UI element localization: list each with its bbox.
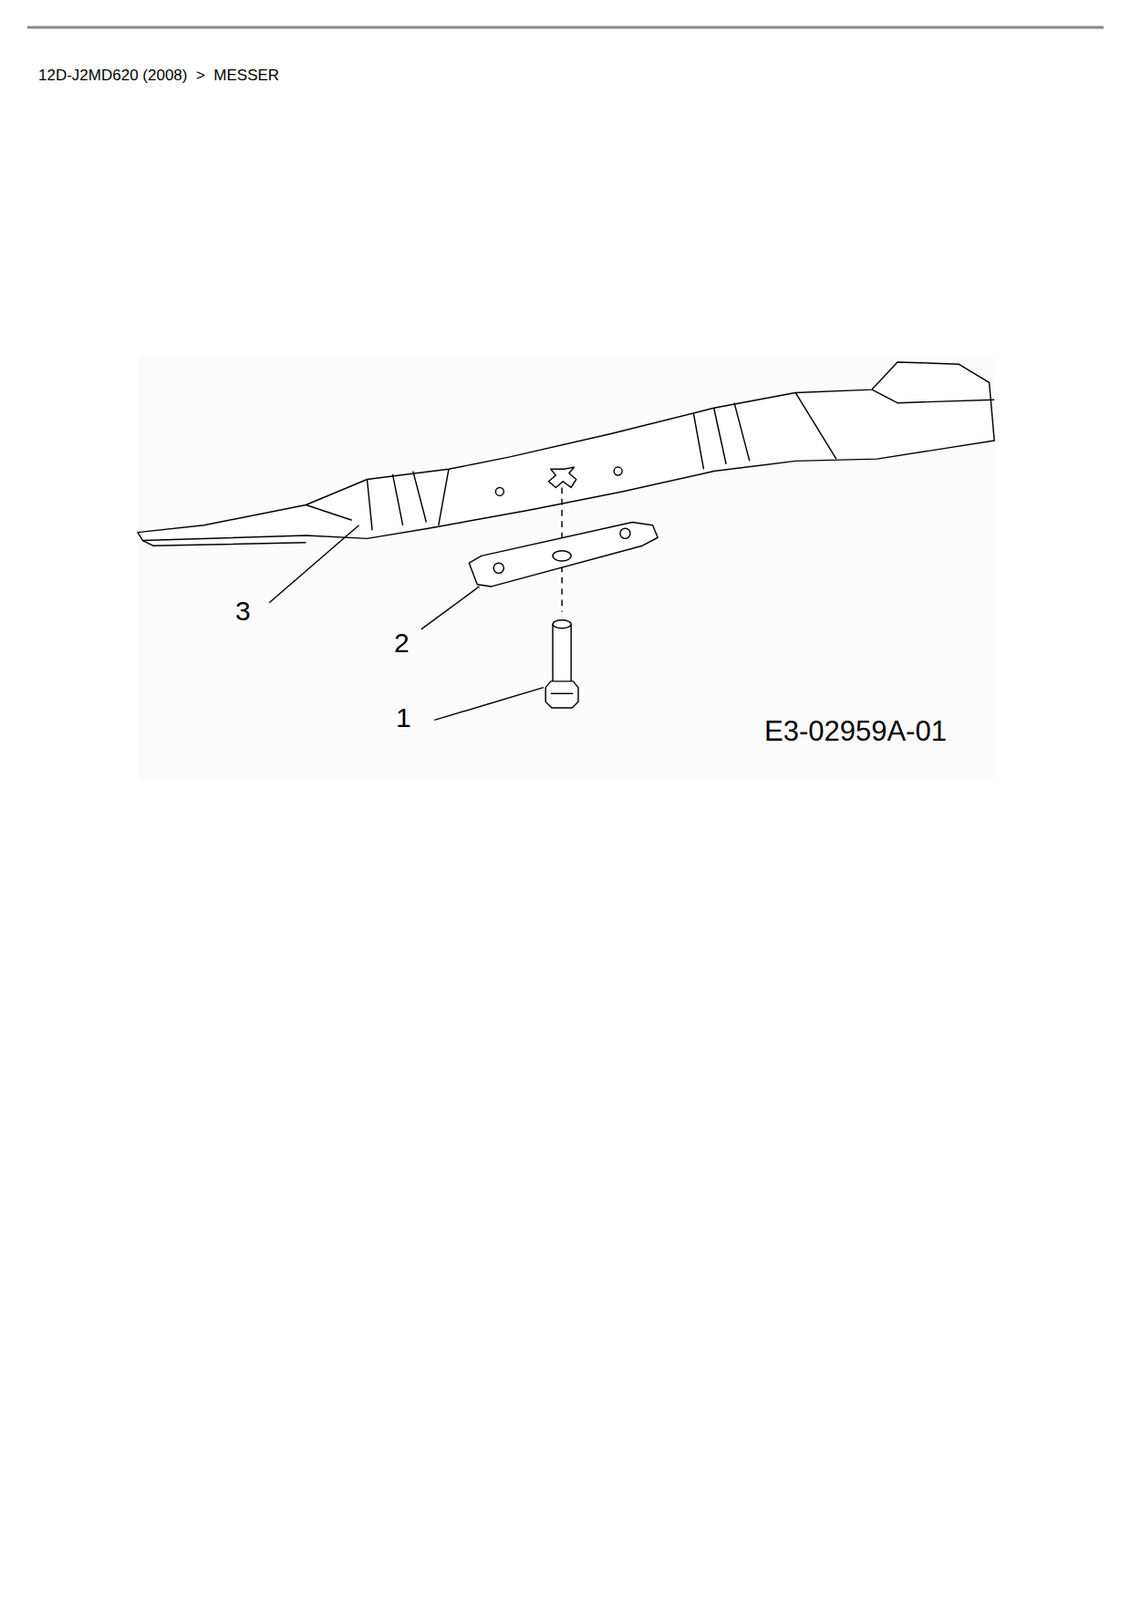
callout-number: 1 [395,704,412,732]
plate-hole [620,528,631,539]
bolt-head-edge [550,693,574,695]
image-ground [137,356,995,780]
blade-hole [613,466,623,476]
page-title: 12D-J2MD620 (2008) > MESSER [38,67,280,84]
bolt-head [545,681,579,708]
blade-drawing [137,356,995,780]
blade-bevels [693,392,837,469]
bolt-shank [552,623,571,685]
adapter-plate [468,521,658,586]
plate-hole [493,562,504,573]
leader-line [421,586,480,630]
bolt-end [552,620,571,629]
plate-hole [552,550,571,561]
center-hole [549,466,577,488]
leader-line [269,525,359,603]
drawing-number: E3-02959A-01 [764,716,947,746]
leader-line [434,687,544,721]
blade-edge [143,540,307,547]
callout-number: 3 [235,597,251,625]
header-rule [27,26,1104,30]
blade-fins [305,389,995,520]
callout-number: 2 [394,629,410,657]
blade-hole [495,487,504,496]
blade-bevels [367,468,449,530]
blade-outline [137,362,995,541]
